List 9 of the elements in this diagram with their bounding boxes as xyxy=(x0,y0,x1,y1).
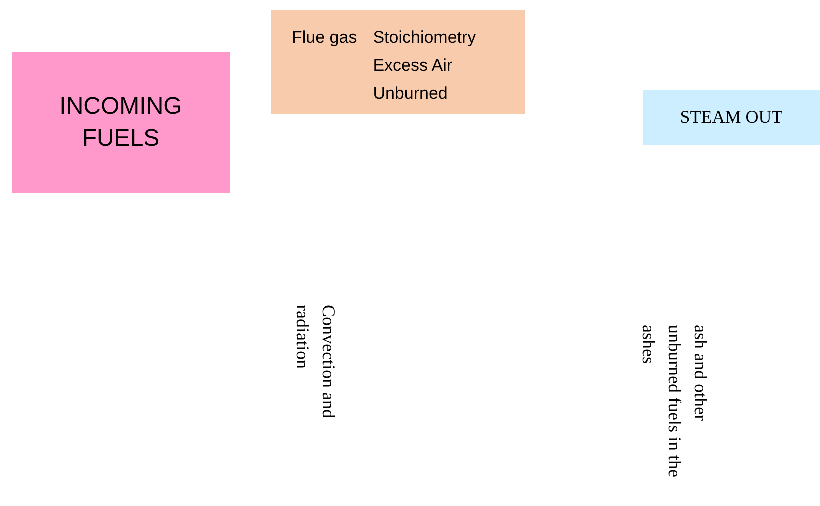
text-box xyxy=(12,52,230,193)
text-box xyxy=(643,90,820,145)
box-text: INCOMING FUELS xyxy=(58,92,184,154)
box-text: Flue gas xyxy=(292,27,358,49)
text-box xyxy=(271,10,525,114)
rotated-label: ash and other unburned fuels in the ashes xyxy=(638,325,712,480)
box-text: STEAM OUT xyxy=(680,106,783,129)
rotated-label: Convection and radiation xyxy=(292,305,340,420)
box-text: Stoichiometry Excess Air Unburned xyxy=(373,27,478,105)
